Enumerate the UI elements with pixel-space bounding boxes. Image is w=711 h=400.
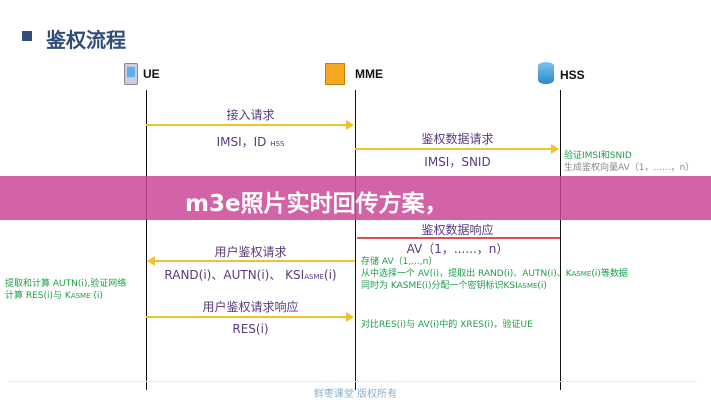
lifeline-mme bbox=[355, 90, 356, 390]
msg-label: 接入请求 bbox=[226, 108, 275, 122]
lifeline-ue bbox=[146, 90, 147, 390]
node-ue: UE bbox=[143, 67, 160, 81]
phone-icon bbox=[124, 63, 138, 85]
msg-label: 用户鉴权请求 bbox=[214, 245, 287, 259]
msg-params: IMSI，ID HSS bbox=[216, 135, 285, 149]
msg-params: AV（1，......，n） bbox=[406, 242, 509, 256]
note: 提取和计算 AUTN(i),验证网络 bbox=[5, 279, 127, 289]
note: 同时为 KASME(i)分配一个密钥标识KSIASME(i) bbox=[361, 281, 547, 291]
note: 生成鉴权向量AV（1，......，n） bbox=[564, 163, 695, 173]
note: 从中选择一个 AV(i)，提取出 RAND(i)、AUTN(i)、KASME(i… bbox=[361, 269, 628, 279]
note: 存储 AV（1,...,n） bbox=[361, 257, 438, 267]
arrow-right bbox=[146, 120, 354, 130]
msg-label: 鉴权数据响应 bbox=[421, 223, 494, 237]
banner-text: m3e照片实时回传方案， bbox=[185, 191, 448, 217]
database-icon bbox=[538, 62, 554, 84]
msg-params: RES(i) bbox=[232, 322, 269, 336]
node-hss: HSS bbox=[560, 68, 585, 82]
footer: 鲜枣课堂 版权所有 bbox=[313, 389, 398, 400]
msg-params: RAND(i)、AUTN(i)、 KSIASME(i) bbox=[164, 268, 337, 282]
msg-label: 用户鉴权请求响应 bbox=[202, 300, 299, 314]
note: 计算 RES(i)与 KASME (i) bbox=[5, 291, 103, 301]
overlay-banner: m3e照片实时回传方案， bbox=[0, 176, 711, 220]
arrow-left bbox=[357, 237, 560, 239]
arrow-right bbox=[355, 144, 559, 154]
msg-label: 鉴权数据请求 bbox=[421, 132, 494, 146]
note: 验证IMSI和SNID bbox=[564, 151, 632, 161]
arrow-left bbox=[147, 256, 355, 266]
lifeline-hss bbox=[560, 90, 561, 390]
msg-params: IMSI，SNID bbox=[424, 155, 491, 169]
page-title: 鉴权流程 bbox=[46, 28, 126, 52]
node-mme: MME bbox=[355, 67, 383, 81]
mme-icon bbox=[325, 63, 345, 85]
title-bullet bbox=[22, 31, 32, 41]
note: 对比RES(i)与 AV(i)中的 XRES(i)，验证UE bbox=[361, 320, 533, 330]
arrow-right bbox=[146, 312, 354, 322]
divider bbox=[8, 381, 698, 382]
